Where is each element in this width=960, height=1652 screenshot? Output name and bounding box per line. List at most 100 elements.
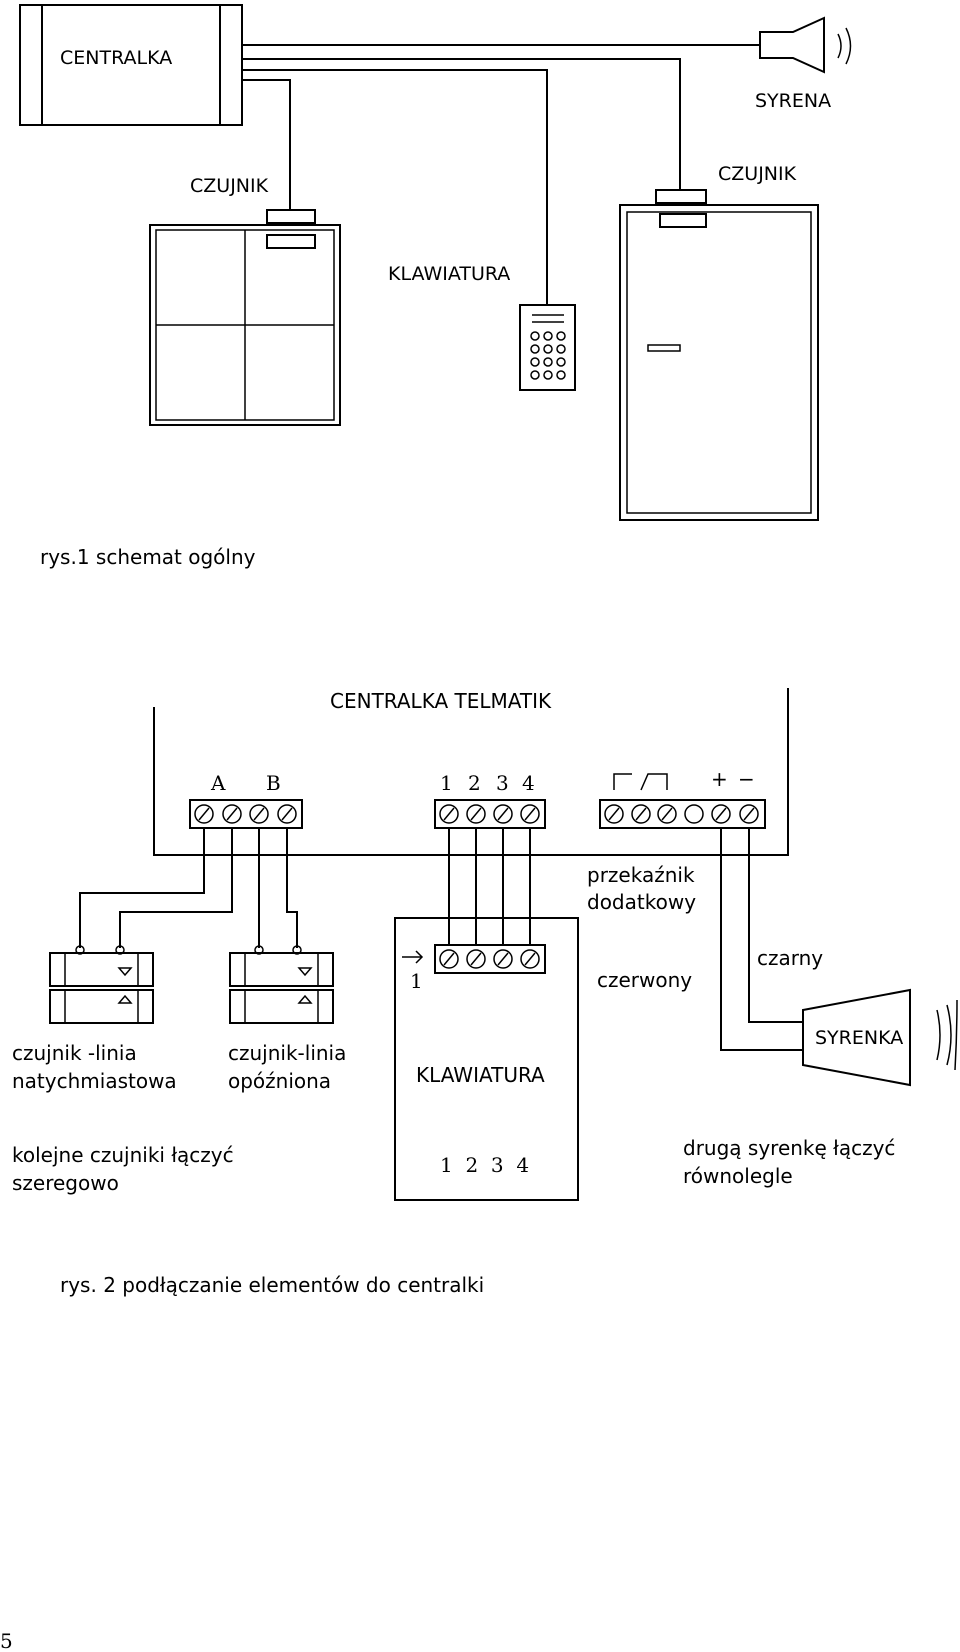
screw-slot: [470, 807, 482, 821]
sensor1-label-line1: czujnik -linia: [12, 1041, 137, 1065]
keypad-button-icon: [543, 357, 553, 367]
plus-label: +: [711, 767, 728, 791]
keypad-button-icon: [556, 357, 566, 367]
screw-slot: [661, 807, 673, 821]
screw-slot: [253, 807, 265, 821]
terminal-screw-icon: [249, 804, 269, 824]
terminal-screw-icon: [493, 804, 513, 824]
screw-slot: [226, 807, 238, 821]
sensor-delayed: [229, 945, 334, 1024]
fig2-caption: rys. 2 podłączanie elementów do centralk…: [60, 1273, 484, 1297]
klawiatura-label-fig2: KLAWIATURA: [416, 1063, 545, 1087]
czarny-label: czarny: [757, 946, 823, 970]
czerwony-label: czerwony: [597, 968, 692, 992]
screw-slot: [443, 807, 455, 821]
term-num-2: 2: [468, 771, 481, 795]
keypad-box: 1 KLAWIATURA 1 2 3 4: [394, 917, 579, 1201]
terminal-screw-icon: [466, 804, 486, 824]
centralka-label: CENTRALKA: [60, 47, 172, 69]
syrenka-label: SYRENKA: [815, 1027, 903, 1049]
keypad-button-icon: [543, 344, 553, 354]
telmatik-title: CENTRALKA TELMATIK: [330, 689, 552, 713]
figure-1-general-schema: CENTRALKA SYRENA CZUJNIK KL: [19, 4, 852, 569]
terminal-screw-icon: [277, 804, 297, 824]
fig1-wires: [242, 44, 760, 305]
keypad-arrow-num: 1: [410, 969, 423, 993]
keypad-button-icon: [530, 331, 540, 341]
keypad-button-icon: [530, 357, 540, 367]
przekaznik-line2: dodatkowy: [587, 890, 696, 914]
keypad-wires: [448, 828, 531, 945]
terminal-screw-icon: [520, 804, 540, 824]
klawiatura-label-fig1: KLAWIATURA: [388, 263, 510, 285]
figure-2-connections: CENTRALKA TELMATIK A B 1 2 3 4 + −: [12, 688, 958, 1297]
keypad-button-icon: [556, 331, 566, 341]
keypad-button-icon: [543, 331, 553, 341]
term-num-3: 3: [496, 771, 509, 795]
keypad-bottom-nums: 1 2 3 4: [440, 1153, 529, 1177]
terminal-screw-icon: [194, 804, 214, 824]
term-num-1: 1: [440, 771, 453, 795]
screw-slot: [743, 807, 755, 821]
keypad-button-icon: [556, 344, 566, 354]
screw-slot: [715, 807, 727, 821]
note-left-line1: kolejne czujniki łączyć: [12, 1143, 234, 1167]
terminal-screw-icon: [466, 949, 486, 969]
centralka-box: CENTRALKA: [19, 4, 243, 126]
sensor2-label-line2: opóźniona: [228, 1069, 331, 1093]
keypad-button-icon: [556, 370, 566, 380]
terminal-screw-icon: [739, 804, 759, 824]
screw-slot: [497, 807, 509, 821]
screw-slot: [524, 807, 536, 821]
syrena-label: SYRENA: [755, 90, 831, 112]
keypad-button-icon: [530, 370, 540, 380]
czujnik-right-label: CZUJNIK: [718, 163, 797, 185]
screw-slot: [198, 807, 210, 821]
terminal-screw-icon: [631, 804, 651, 824]
sensor-wires: [79, 828, 298, 948]
term-num-4: 4: [522, 771, 535, 795]
screw-slot: [443, 952, 455, 966]
terminal-block-relay-power: + −: [599, 767, 766, 829]
keypad-button-icon: [530, 344, 540, 354]
terminal-screw-icon: [520, 949, 540, 969]
sensor-immediate: [49, 945, 154, 1024]
screw-slot: [608, 807, 620, 821]
page-number: 5: [0, 1629, 13, 1652]
keypad-button-icon: [543, 370, 553, 380]
syrenka-icon: SYRENKA: [802, 988, 958, 1087]
terminal-block-1234: 1 2 3 4: [434, 771, 546, 829]
przekaznik-line1: przekaźnik: [587, 863, 695, 887]
sensor1-label-line2: natychmiastowa: [12, 1069, 177, 1093]
screw-slot: [497, 952, 509, 966]
terminal-block-ab: A B: [189, 771, 303, 829]
terminal-screw-icon: [439, 949, 459, 969]
fig1-caption: rys.1 schemat ogólny: [40, 545, 256, 569]
window-icon: CZUJNIK: [149, 175, 341, 426]
door-icon: CZUJNIK: [619, 163, 819, 521]
screw-slot: [281, 807, 293, 821]
terminal-screw-icon: [684, 804, 704, 824]
siren-wires: [720, 828, 803, 1051]
terminal-screw-icon: [439, 804, 459, 824]
sensor2-label-line1: czujnik-linia: [228, 1041, 346, 1065]
note-right-line2: równolegle: [683, 1164, 793, 1188]
terminal-b-label: B: [266, 771, 281, 795]
screw-slot: [524, 952, 536, 966]
screw-slot: [635, 807, 647, 821]
keypad-icon: KLAWIATURA: [388, 263, 576, 391]
terminal-screw-icon: [493, 949, 513, 969]
terminal-screw-icon: [222, 804, 242, 824]
terminal-a-label: A: [210, 771, 226, 795]
terminal-screw-icon: [711, 804, 731, 824]
note-left-line2: szeregowo: [12, 1171, 119, 1195]
terminal-screw-icon: [604, 804, 624, 824]
telmatik-panel-outline: [153, 688, 789, 856]
minus-label: −: [738, 767, 755, 791]
terminal-screw-icon: [657, 804, 677, 824]
screw-slot: [470, 952, 482, 966]
siren-icon: SYRENA: [755, 16, 852, 112]
note-right-line1: drugą syrenkę łączyć: [683, 1136, 895, 1160]
czujnik-left-label: CZUJNIK: [190, 175, 269, 197]
